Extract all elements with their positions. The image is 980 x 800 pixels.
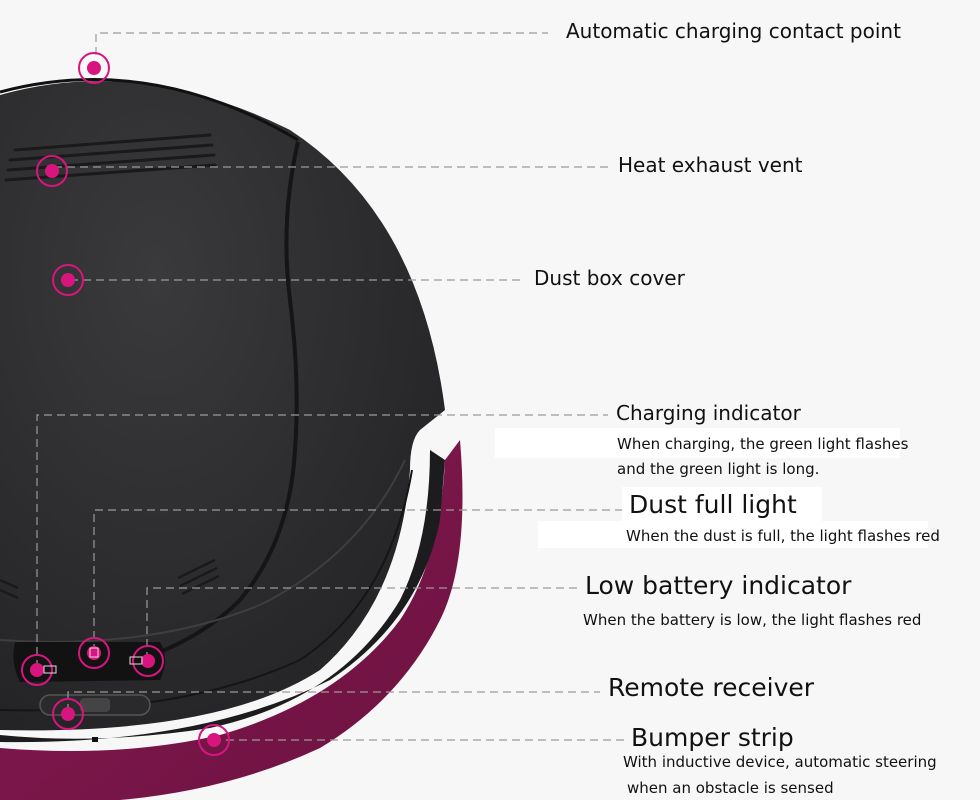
desc-dust-full: When the dust is full, the light flashes… bbox=[626, 527, 940, 545]
marker-bumper-strip bbox=[198, 724, 230, 756]
leader-charging-contact bbox=[95, 32, 548, 55]
marker-charging-indicator bbox=[21, 654, 53, 686]
top-lid-outline bbox=[0, 78, 299, 142]
label-dust-cover: Dust box cover bbox=[534, 266, 685, 290]
leader-remote-receiver bbox=[67, 691, 600, 712]
battery-icon-left bbox=[43, 665, 57, 674]
heat-exhaust-vent-slots bbox=[4, 133, 217, 182]
label-dust-full: Dust full light bbox=[629, 490, 797, 519]
battery-icon-right bbox=[129, 656, 143, 665]
label-charging-indicator: Charging indicator bbox=[616, 401, 801, 425]
leader-lines bbox=[36, 32, 625, 741]
leader-charging-indicator bbox=[36, 414, 608, 668]
panel-icons bbox=[43, 647, 143, 674]
leader-dust-full bbox=[93, 509, 622, 652]
marker-remote-receiver bbox=[52, 698, 84, 730]
marker-low-battery bbox=[132, 645, 164, 677]
dust-box-seam bbox=[59, 141, 300, 682]
side-vent-slots bbox=[0, 558, 220, 600]
dustbin-icon bbox=[89, 647, 99, 658]
desc-charging-indicator-1: When charging, the green light flashes bbox=[617, 435, 909, 453]
desc-bumper-strip-1: With inductive device, automatic steerin… bbox=[623, 753, 937, 771]
marker-charging-contact bbox=[78, 52, 110, 84]
label-backdrop-dust-desc bbox=[538, 521, 928, 548]
receiver-lens bbox=[80, 698, 110, 712]
leader-low-battery bbox=[146, 587, 578, 660]
desc-bumper-strip-2: when an obstacle is sensed bbox=[627, 779, 834, 797]
robot-body bbox=[0, 81, 445, 731]
label-low-battery: Low battery indicator bbox=[585, 571, 852, 600]
label-backdrop-dust-title bbox=[622, 487, 822, 521]
label-heat-vent: Heat exhaust vent bbox=[618, 153, 803, 177]
bumper-strip-shape bbox=[0, 440, 463, 800]
marker-dust-cover bbox=[52, 264, 84, 296]
label-bumper-strip: Bumper strip bbox=[631, 723, 794, 752]
label-remote-receiver: Remote receiver bbox=[608, 673, 815, 702]
desc-charging-indicator-2: and the green light is long. bbox=[617, 460, 820, 478]
label-charging-contact: Automatic charging contact point bbox=[566, 19, 901, 43]
label-backdrop-charging bbox=[495, 428, 900, 458]
desc-low-battery: When the battery is low, the light flash… bbox=[583, 611, 922, 629]
bottom-port bbox=[92, 737, 98, 742]
marker-heat-vent bbox=[36, 155, 68, 187]
